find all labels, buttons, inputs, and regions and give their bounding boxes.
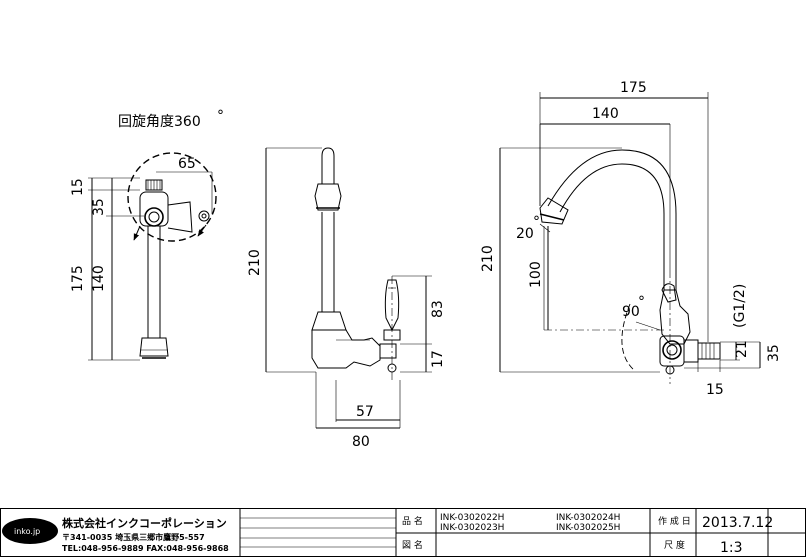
- profile-dim-210: 210: [480, 245, 496, 272]
- spout-top: [321, 147, 335, 184]
- logo-text: inko.jp: [14, 527, 40, 536]
- profile-thread: [697, 342, 721, 360]
- rotation-degree: °: [217, 108, 224, 124]
- company-contact: TEL:048-956-9889 FAX:048-956-9868: [62, 544, 229, 553]
- date-label: 作 成 日: [658, 515, 691, 527]
- product-label: 品 名: [402, 515, 423, 527]
- drawing-scale: 1:3: [720, 540, 743, 556]
- profile-dim-100: 100: [528, 261, 544, 288]
- profile-angle-20-deg: °: [533, 214, 540, 230]
- gooseneck-inner: [559, 163, 665, 290]
- model-1: INK-0302022H: [440, 513, 504, 523]
- side-view: 回旋角度360 ° 15 35 65: [70, 108, 224, 361]
- company-name: 株式会社インクコーポレーション: [62, 516, 227, 530]
- front-handle: [384, 279, 400, 332]
- front-dim-83: 83: [430, 300, 446, 318]
- front-connector: [379, 343, 397, 359]
- side-dim-140: 140: [91, 265, 107, 292]
- profile-dim-175: 175: [620, 80, 647, 96]
- spout-nut: [314, 183, 342, 211]
- scale-label: 尺 度: [664, 539, 685, 551]
- front-view: 210 83 17 57 80: [247, 147, 446, 450]
- rotation-arrow-right: [197, 224, 207, 237]
- profile-handle: [661, 283, 677, 303]
- company-address: 〒341-0035 埼玉県三郷市鷹野5-557: [62, 532, 205, 542]
- drawing-label: 図 名: [402, 539, 423, 551]
- front-dim-210: 210: [247, 249, 263, 276]
- front-body-top: [311, 311, 347, 331]
- side-dim-15: 15: [70, 178, 86, 196]
- handle-arm: [167, 201, 193, 233]
- valve-port: [144, 207, 164, 227]
- front-dim-80: 80: [352, 434, 370, 450]
- profile-dim-15: 15: [706, 382, 724, 398]
- profile-thread-spec: (G1/2): [732, 284, 748, 328]
- model-2: INK-0302023H: [440, 523, 504, 533]
- side-dim-175: 175: [70, 265, 86, 292]
- aerator: [139, 337, 169, 357]
- creation-date: 2013.7.12: [702, 515, 773, 531]
- gooseneck-outer: [547, 149, 677, 290]
- handle-knob: [198, 210, 210, 222]
- profile-angle-90-deg: °: [638, 294, 645, 310]
- front-dim-57: 57: [356, 404, 374, 420]
- rotation-arrow-left: [133, 225, 141, 241]
- rotation-circle: [127, 152, 217, 242]
- title-block: inko.jp 株式会社インクコーポレーション 〒341-0035 埼玉県三郷市…: [0, 508, 806, 557]
- model-4: INK-0302025H: [556, 523, 620, 533]
- valve-body: [139, 191, 169, 227]
- model-3: INK-0302024H: [556, 513, 620, 523]
- rotation-label: 回旋角度360: [118, 114, 201, 130]
- profile-dim-35: 35: [766, 344, 782, 362]
- logo-oval: [2, 518, 58, 544]
- profile-angle-20: 20: [516, 226, 534, 242]
- side-dim-65: 65: [178, 156, 196, 172]
- profile-view: 175 140 210 100 20 ° 90 ° (G1/2) 21 35 1…: [480, 80, 782, 398]
- front-body: [311, 329, 381, 369]
- rotation-arc-90: [621, 303, 635, 371]
- profile-angle-90: 90: [622, 304, 640, 320]
- profile-dim-21: 21: [734, 340, 750, 358]
- profile-body: [659, 289, 691, 345]
- front-dim-17: 17: [430, 350, 446, 368]
- profile-dim-140: 140: [592, 106, 619, 122]
- side-dim-35: 35: [91, 198, 107, 216]
- profile-port: [662, 340, 682, 360]
- profile-aerator: [539, 197, 569, 225]
